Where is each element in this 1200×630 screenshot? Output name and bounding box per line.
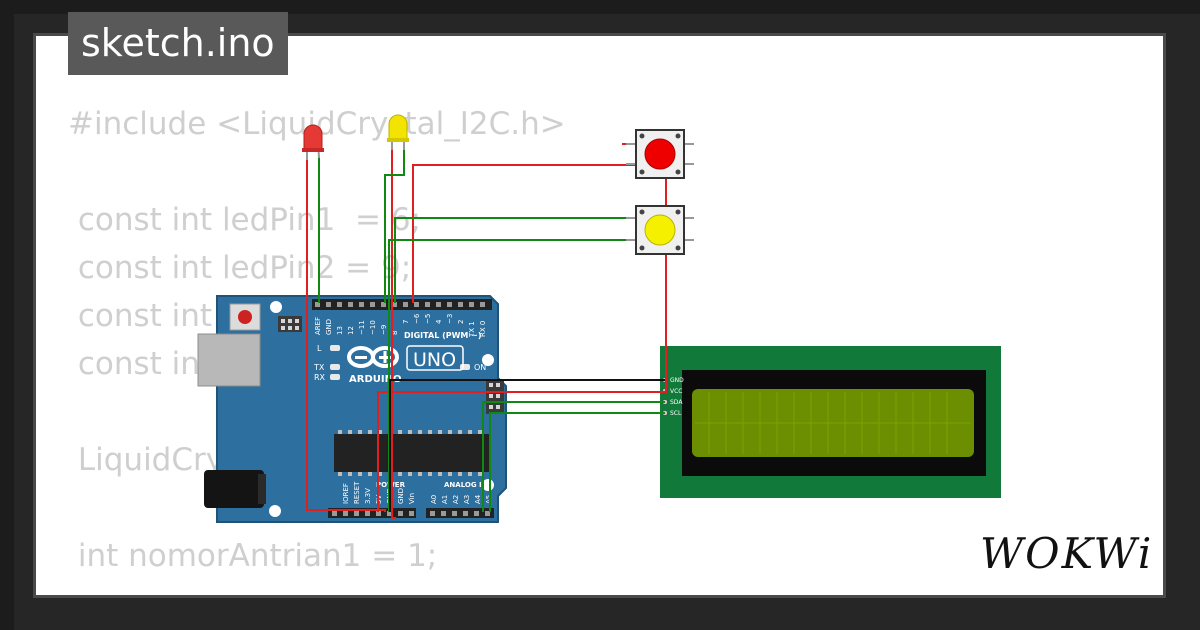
code-line: const int ledPin1 = 6; (68, 202, 422, 238)
wire (377, 165, 667, 512)
wire (389, 379, 665, 512)
lcd-pin-label: SCL (670, 410, 682, 417)
arduino-brand: ARDUINO (349, 374, 401, 385)
lcd-pin-label: VCC (670, 388, 682, 395)
arduino-logo (347, 346, 399, 368)
pin-label: 7 (402, 320, 410, 324)
microcontroller-chip (334, 434, 490, 472)
led-red-body (303, 124, 323, 151)
pin-label: Vin (408, 493, 416, 504)
power-header (328, 508, 416, 518)
pin-label: AREF (314, 317, 322, 335)
pin-label: GND (325, 319, 333, 335)
led-label-l: L (317, 344, 322, 353)
digital-header-label: DIGITAL (PWM ~) (404, 331, 482, 340)
pin-label: 4 (435, 319, 443, 324)
wire (391, 146, 396, 519)
pin-label: ~11 (358, 320, 366, 335)
pin-label: A1 (441, 495, 449, 504)
wire (384, 146, 405, 303)
wire (394, 217, 640, 303)
pin-label: 13 (336, 326, 344, 335)
wokwi-logo: WOKWi (976, 522, 1156, 582)
wire (412, 164, 666, 303)
pushbutton-yellow-cap (644, 214, 676, 246)
pin-label: ~5 (424, 314, 432, 324)
pin-label: 3.3V (364, 488, 372, 504)
pin-label: ~6 (413, 313, 421, 324)
wire (306, 158, 386, 512)
usb-connector (197, 333, 261, 387)
wire (489, 412, 665, 512)
lcd-pin-label: SDA (670, 399, 683, 406)
code-line: int nomorAntrian1 = 1; (68, 538, 438, 574)
pin-label: GND (397, 488, 405, 504)
led-red[interactable] (302, 124, 324, 160)
pushbutton-red[interactable] (626, 129, 694, 179)
pin-label: 8 (391, 331, 399, 335)
arduino-uno-board[interactable]: AREF GND 13 12 ~11 ~10 ~9 8 7 ~6 ~5 4 ~3… (197, 295, 507, 523)
code-line: const int (68, 298, 213, 334)
pin-label: A2 (452, 495, 460, 504)
pin-label: ~3 (446, 314, 454, 324)
led-label-rx: RX (314, 373, 326, 382)
pin-label: ~9 (380, 325, 388, 335)
wires (306, 143, 680, 519)
code-line: const int (68, 346, 213, 382)
pin-label: RX 0 (479, 321, 487, 337)
pin-label: RESET (353, 481, 361, 504)
pin-label: A0 (430, 495, 438, 504)
led-label-tx: TX (313, 363, 325, 372)
pin-label: 2 (457, 320, 465, 324)
pushbutton-yellow[interactable] (626, 205, 694, 255)
analog-header (426, 508, 494, 518)
filename-tab: sketch.ino (68, 12, 288, 75)
lcd-display[interactable]: GND VCC SDA SCL (660, 346, 1001, 498)
wokwi-logo-text: WOKWi (980, 529, 1153, 578)
digital-header (312, 299, 492, 310)
lcd-pin-label: GND (670, 377, 684, 384)
code-listing: #include <LiquidCrystal_I2C.h> const int… (36, 36, 1163, 595)
pin-label: ~10 (369, 320, 377, 335)
wire (482, 401, 665, 512)
led-yellow-body (388, 114, 408, 141)
pin-label: A3 (463, 495, 471, 504)
pin-label: TX 1 (468, 321, 476, 338)
pin-label: 12 (347, 326, 355, 335)
power-jack (204, 470, 264, 508)
pin-label: IOREF (342, 483, 350, 504)
uno-model: UNO (413, 349, 456, 371)
led-yellow[interactable] (387, 114, 409, 150)
pin-label: A4 (474, 494, 482, 504)
pushbutton-red-cap (644, 138, 676, 170)
analog-header-label: ANALOG IN (444, 481, 488, 489)
led-label-on: ON (474, 363, 486, 372)
